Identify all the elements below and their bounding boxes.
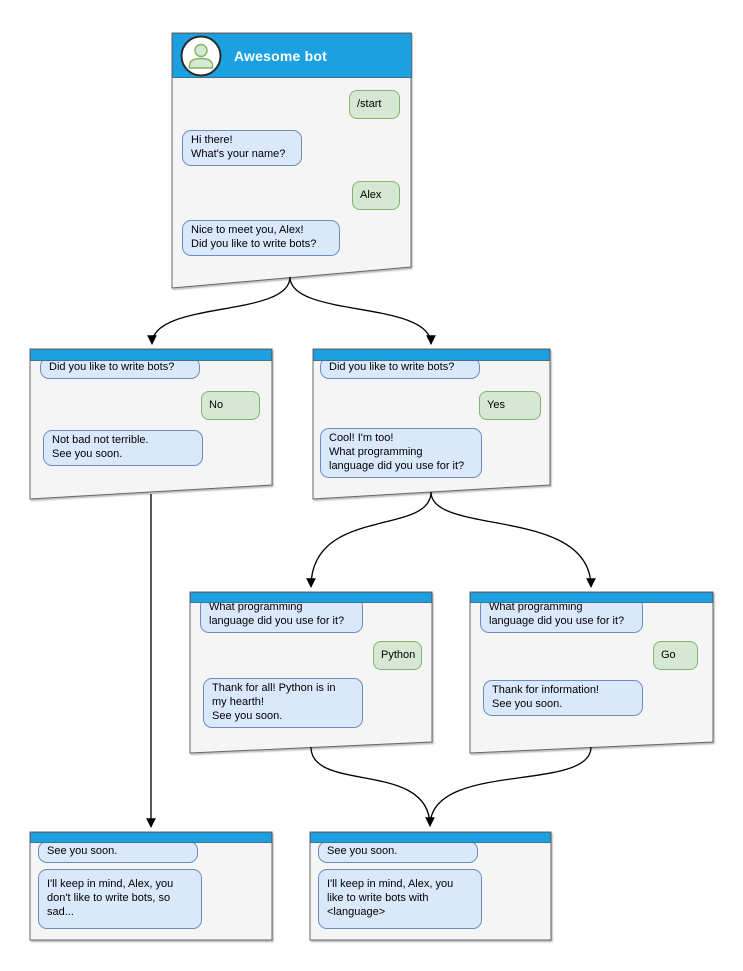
connector-go-to-end	[429, 746, 592, 827]
bot-title: Awesome bot	[234, 47, 327, 64]
node-lang-go-header	[470, 592, 713, 603]
node-lang-python-header	[190, 592, 432, 603]
node-end-yes-header	[310, 832, 551, 843]
user-message-go: Go	[653, 641, 698, 670]
user-message-name: Alex	[352, 181, 400, 210]
connector-python-to-end	[310, 746, 435, 827]
bot-message-greeting: Hi there! What's your name?	[182, 130, 302, 166]
connector-yes-to-python	[306, 491, 432, 588]
connector-start-to-no	[147, 276, 291, 345]
bot-avatar-icon	[180, 35, 222, 76]
user-message-python: Python	[373, 641, 422, 670]
bot-message-branch-yes-question: Did you like to write bots?	[320, 357, 480, 379]
node-branch-no-header	[30, 349, 272, 361]
bot-message-end-yes-intro: See you soon.	[318, 841, 478, 863]
bot-message-end-yes-reply: I'll keep in mind, Alex, you like to wri…	[318, 869, 482, 929]
bot-message-write-bots-question: Nice to meet you, Alex! Did you like to …	[182, 220, 340, 256]
bot-message-branch-yes-reply: Cool! I'm too! What programming language…	[320, 428, 482, 478]
connector-start-to-yes	[289, 276, 436, 345]
node-end-no-header	[30, 832, 272, 843]
user-message-start-command: /start	[349, 90, 400, 119]
bot-message-end-no-reply: I'll keep in mind, Alex, you don't like …	[38, 869, 202, 929]
user-message-yes: Yes	[479, 391, 541, 420]
connector-yes-to-go	[430, 491, 596, 588]
bot-message-go-reply: Thank for information! See you soon.	[483, 680, 643, 716]
user-message-no: No	[201, 391, 260, 420]
bot-message-branch-no-reply: Not bad not terrible. See you soon.	[43, 430, 203, 466]
node-start-header: Awesome bot	[172, 33, 412, 78]
bot-message-python-reply: Thank for all! Python is in my hearth! S…	[203, 678, 363, 728]
bot-message-end-no-intro: See you soon.	[38, 841, 198, 863]
node-branch-yes-header	[313, 349, 550, 361]
bot-message-branch-no-question: Did you like to write bots?	[40, 357, 200, 379]
